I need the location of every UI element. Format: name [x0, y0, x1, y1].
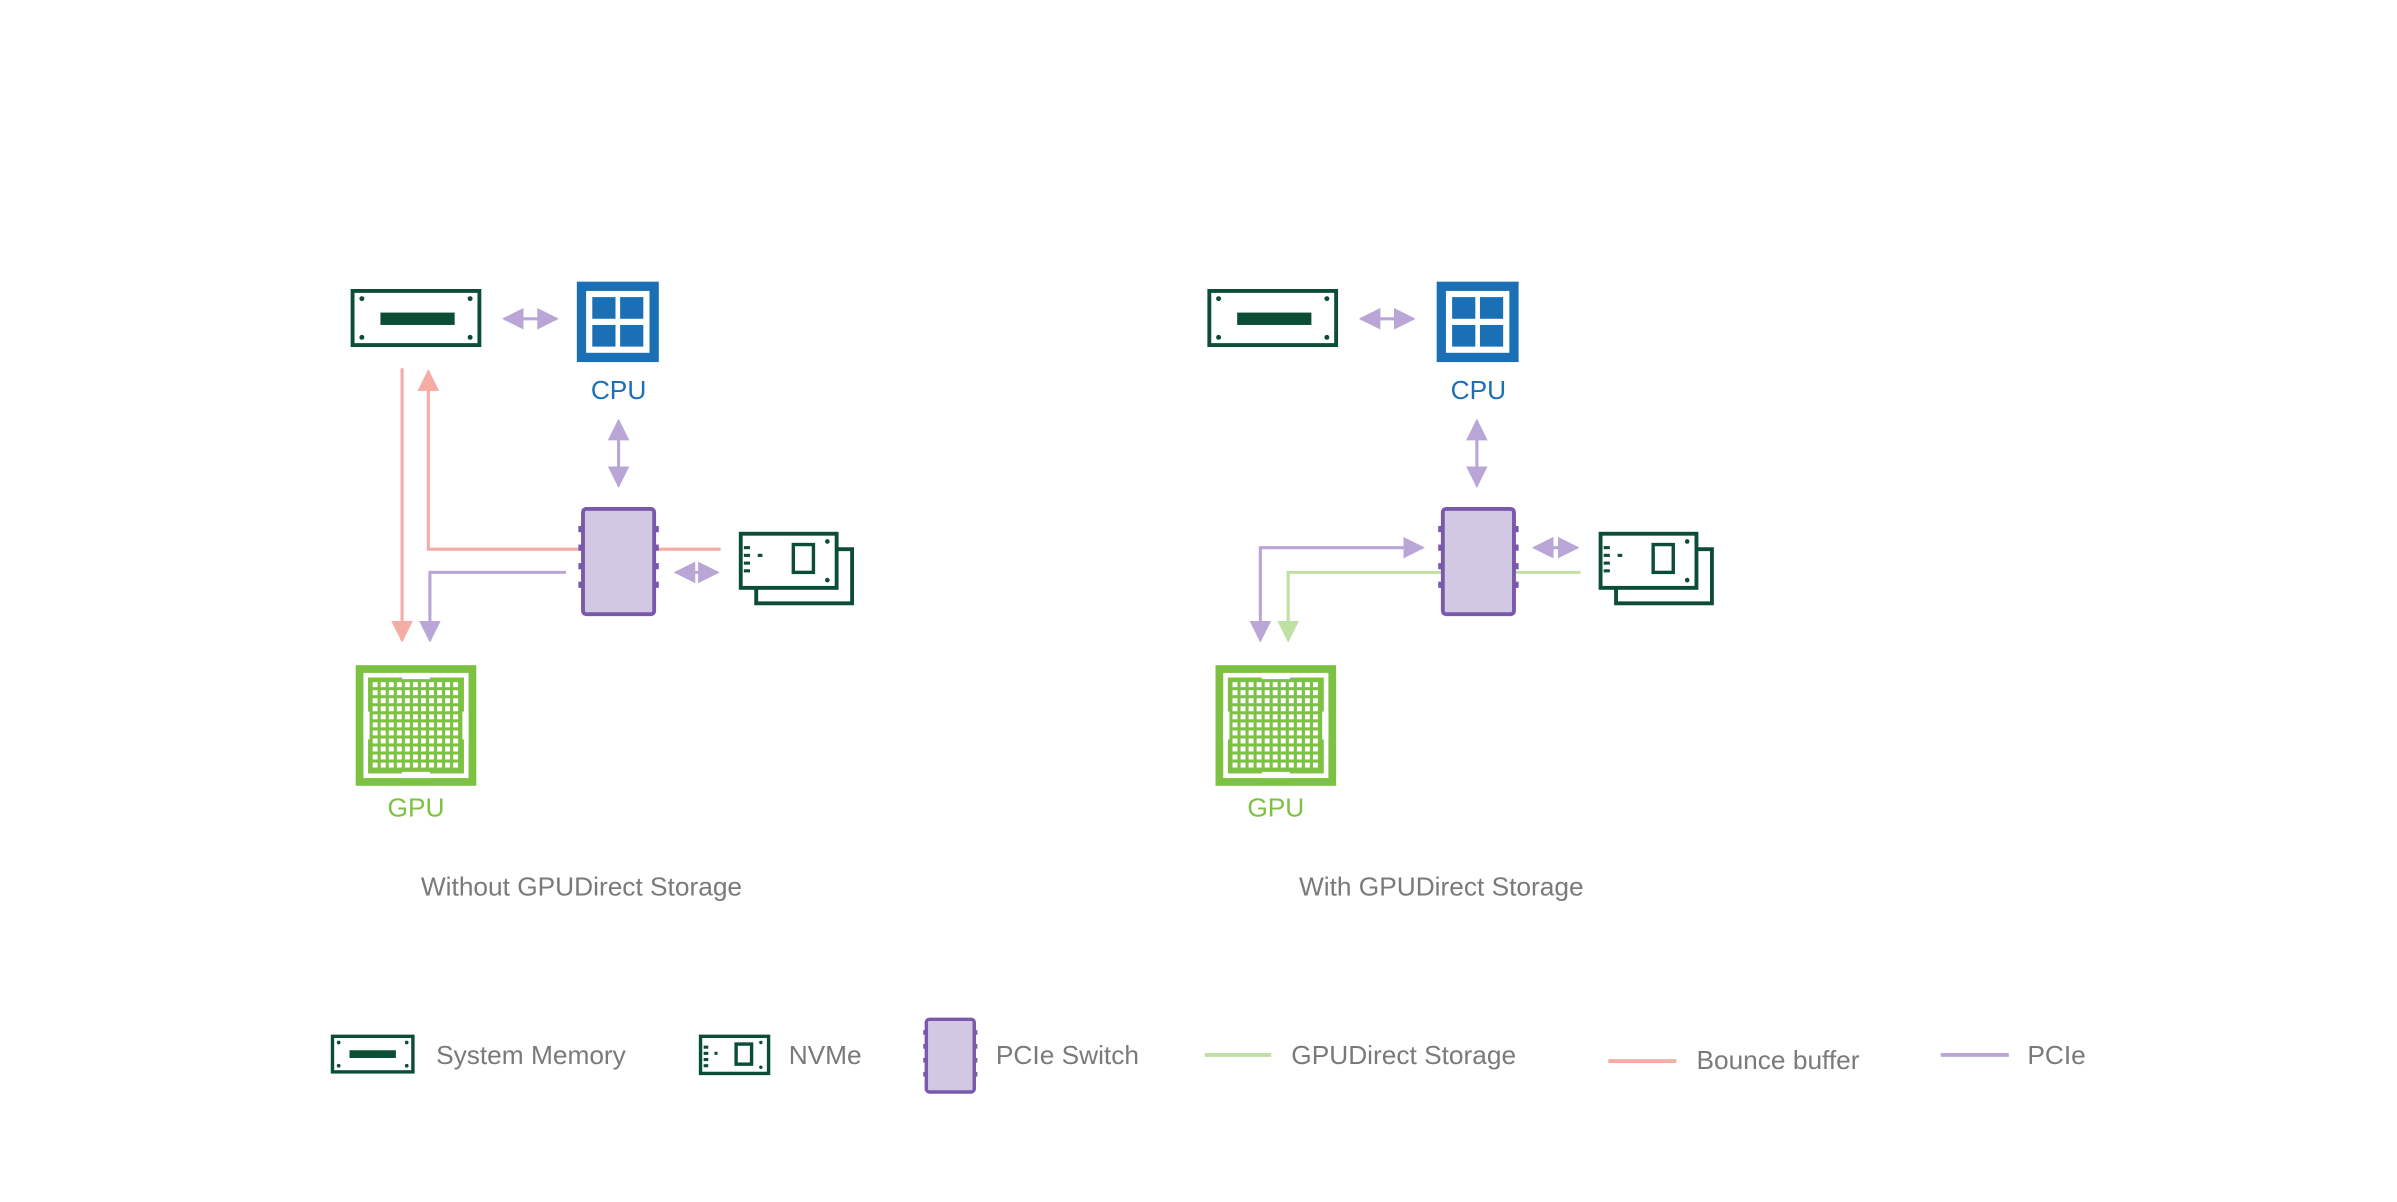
- legend-label: PCIe Switch: [996, 1040, 1139, 1070]
- legend-label: GPUDirect Storage: [1291, 1040, 1516, 1070]
- system-memory-icon: [330, 1034, 415, 1074]
- legend-label: NVMe: [789, 1040, 862, 1070]
- nvme-icon: [698, 1034, 771, 1076]
- legend: System Memory NVMe: [330, 1017, 2086, 1094]
- diagram-without-gds: CPU GPU Without GPUDirect Storage: [350, 281, 855, 902]
- diagram-caption: Without GPUDirect Storage: [421, 872, 742, 902]
- cpu-icon: [1436, 281, 1519, 363]
- nvme-icon: [738, 531, 855, 606]
- pcie-paths: [1249, 307, 1580, 643]
- gpu-label: GPU: [1247, 793, 1304, 823]
- diagram-caption: With GPUDirect Storage: [1299, 872, 1584, 902]
- legend-label: System Memory: [436, 1040, 627, 1070]
- gpudirect-storage-paths: [1277, 570, 1581, 643]
- nvme-icon: [1598, 531, 1714, 606]
- pcie-switch-icon: [578, 507, 659, 617]
- pcie-switch-icon: [1438, 507, 1519, 617]
- legend-item-pcie: PCIe: [1940, 1040, 2086, 1070]
- legend-item-bounce-buffer: Bounce buffer: [1608, 1045, 1860, 1075]
- diagram-with-gds: CPU GPU With GPUDirect Storage: [1207, 281, 1714, 902]
- pcie-paths: [419, 307, 720, 643]
- legend-item-gpudirect-storage: GPUDirect Storage: [1204, 1040, 1516, 1070]
- legend-label: PCIe: [2027, 1040, 2085, 1070]
- pcie-switch-icon: [923, 1017, 978, 1094]
- cpu-label: CPU: [591, 375, 646, 405]
- cpu-label: CPU: [1451, 375, 1506, 405]
- bounce-buffer-paths: [391, 368, 721, 643]
- system-memory-icon: [1207, 289, 1339, 347]
- system-memory-icon: [350, 289, 482, 347]
- legend-item-nvme: NVMe: [698, 1034, 862, 1076]
- gpu-label: GPU: [388, 793, 445, 823]
- legend-item-system-memory: System Memory: [330, 1034, 627, 1074]
- cpu-icon: [576, 281, 659, 363]
- gpu-icon: [1215, 665, 1337, 786]
- gpu-icon: [355, 665, 477, 786]
- legend-label: Bounce buffer: [1696, 1045, 1859, 1075]
- legend-item-pcie-switch: PCIe Switch: [923, 1017, 1139, 1094]
